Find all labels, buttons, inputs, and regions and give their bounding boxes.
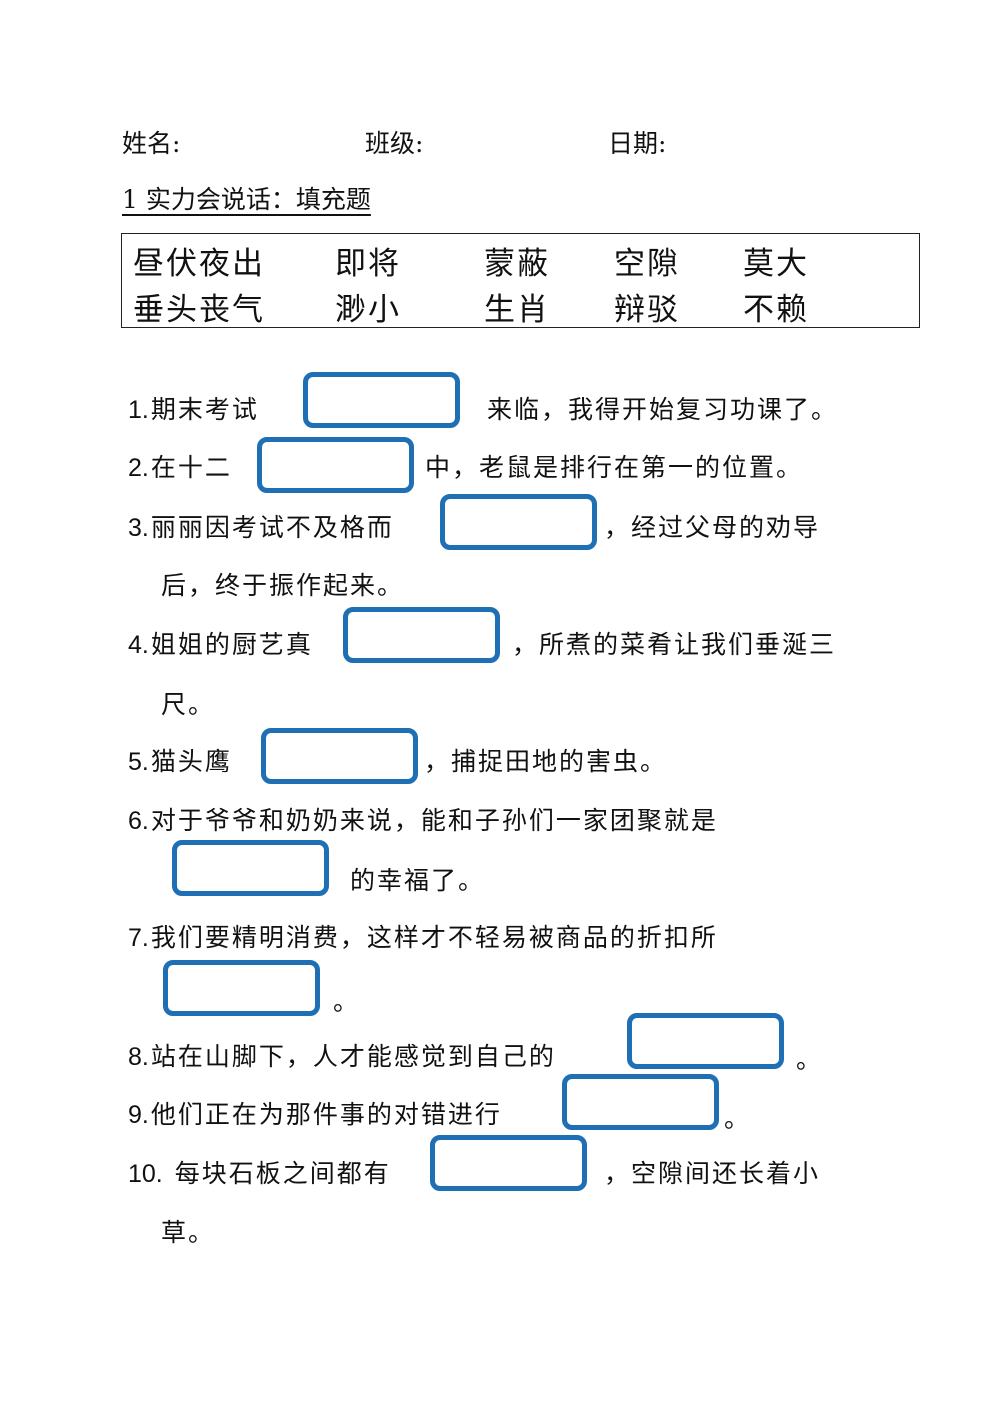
question-9-after: 。	[724, 1104, 752, 1133]
answer-blank-3[interactable]	[440, 494, 597, 550]
question-10: 10. 每块石板之间都有	[128, 1159, 391, 1188]
question-5: 5.猫头鹰	[128, 747, 232, 776]
answer-blank-2[interactable]	[257, 437, 414, 493]
word-bank-item: 蒙蔽	[484, 246, 550, 282]
word-bank: 昼伏夜出 即将 蒙蔽 空隙 莫大 垂头丧气 渺小 生肖 辩驳 不赖	[121, 233, 920, 328]
word-bank-item: 渺小	[335, 292, 401, 328]
answer-blank-6[interactable]	[172, 840, 329, 896]
answer-blank-9[interactable]	[562, 1074, 719, 1130]
question-2: 2.在十二	[128, 453, 232, 482]
word-bank-item: 昼伏夜出	[133, 246, 265, 282]
question-1-after: 来临，我得开始复习功课了。	[487, 395, 839, 424]
date-label: 日期:	[608, 129, 667, 158]
question-2-after: 中，老鼠是排行在第一的位置。	[425, 453, 804, 482]
question-5-after: ，捕捉田地的害虫。	[424, 747, 668, 776]
question-3: 3.丽丽因考试不及格而	[128, 513, 394, 542]
answer-blank-10[interactable]	[430, 1135, 587, 1191]
name-label: 姓名:	[122, 129, 181, 158]
question-6: 6.对于爷爷和奶奶来说，能和子孙们一家团聚就是	[128, 806, 718, 835]
question-8: 8.站在山脚下，人才能感觉到自己的	[128, 1042, 556, 1071]
word-bank-item: 辩驳	[614, 292, 680, 328]
word-bank-item: 生肖	[484, 292, 550, 328]
word-bank-item: 即将	[335, 246, 401, 282]
answer-blank-4[interactable]	[343, 607, 500, 663]
word-bank-item: 不赖	[743, 292, 809, 328]
question-3-after: ，经过父母的劝导	[604, 513, 821, 542]
question-4-cont: 尺。	[161, 690, 216, 719]
question-7: 7.我们要精明消费，这样才不轻易被商品的折扣所	[128, 923, 718, 952]
question-10-cont: 草。	[161, 1218, 216, 1247]
answer-blank-5[interactable]	[261, 728, 418, 784]
word-bank-item: 莫大	[743, 246, 809, 282]
question-6-after: 的幸福了。	[350, 866, 486, 895]
question-10-after: ，空隙间还长着小	[604, 1159, 821, 1188]
word-bank-item: 空隙	[614, 246, 680, 282]
question-9: 9.他们正在为那件事的对错进行	[128, 1100, 502, 1129]
section-title: 1 实力会说话：填充题	[122, 185, 371, 214]
question-7-after: 。	[333, 987, 361, 1016]
question-1: 1.期末考试	[128, 395, 259, 424]
answer-blank-1[interactable]	[303, 372, 460, 428]
question-3-cont: 后，终于振作起来。	[161, 571, 405, 600]
class-label: 班级:	[365, 129, 424, 158]
answer-blank-8[interactable]	[627, 1013, 784, 1069]
question-4-after: ，所煮的菜肴让我们垂涎三	[512, 630, 837, 659]
question-8-after: 。	[796, 1045, 824, 1074]
word-bank-item: 垂头丧气	[133, 292, 265, 328]
answer-blank-7[interactable]	[163, 960, 320, 1016]
question-4: 4.姐姐的厨艺真	[128, 630, 313, 659]
